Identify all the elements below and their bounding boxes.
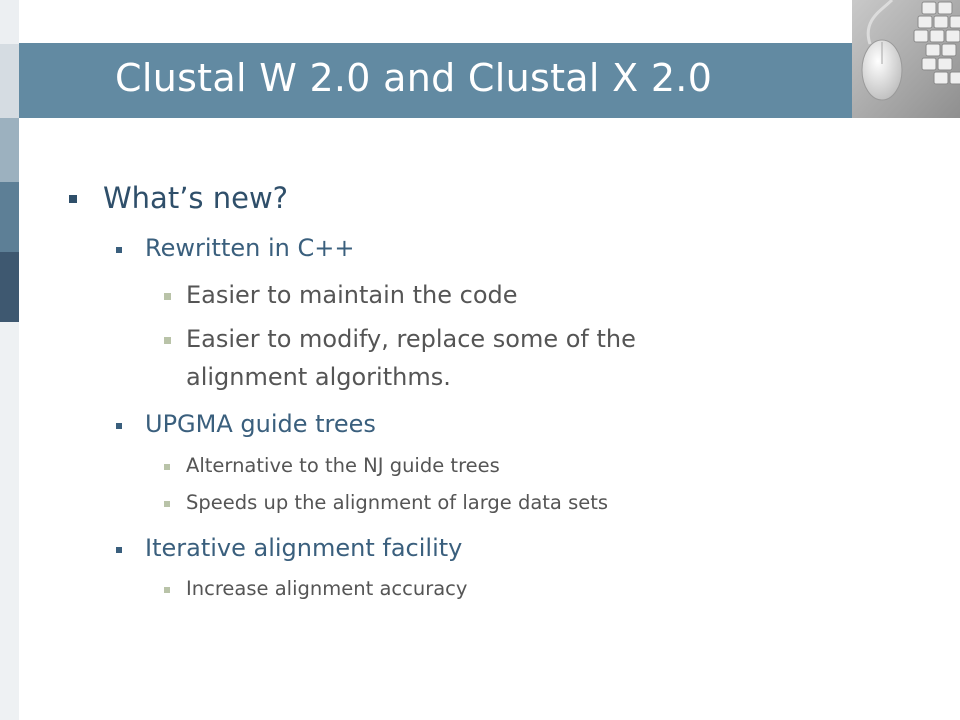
item-text: Alternative to the NJ guide trees: [186, 454, 500, 477]
item-text: Easier to modify, replace some of the: [186, 325, 636, 353]
section-label: Iterative alignment facility: [145, 534, 463, 562]
square-bullet-icon: [116, 247, 122, 253]
item-text-continuation: alignment algorithms.: [186, 363, 451, 391]
title-bar: Clustal W 2.0 and Clustal X 2.0: [19, 43, 853, 118]
square-bullet-icon: [164, 464, 170, 470]
left-strip-segment: [0, 252, 19, 322]
slide-title: Clustal W 2.0 and Clustal X 2.0: [115, 56, 713, 100]
square-bullet-icon: [116, 547, 122, 553]
square-bullet-icon: [69, 195, 77, 203]
item-text: Increase alignment accuracy: [186, 577, 468, 600]
square-bullet-icon: [164, 337, 171, 344]
left-strip-segment: [0, 118, 19, 182]
left-strip-segment: [0, 322, 19, 720]
section-label: Rewritten in C++: [145, 234, 355, 262]
left-strip-segment: [0, 182, 19, 252]
square-bullet-icon: [116, 423, 122, 429]
heading-text: What’s new?: [103, 181, 289, 215]
square-bullet-icon: [164, 587, 170, 593]
left-strip-segment: [0, 0, 19, 44]
square-bullet-icon: [164, 501, 170, 507]
left-strip-segment: [0, 44, 19, 118]
item-text: Speeds up the alignment of large data se…: [186, 491, 609, 514]
section-label: UPGMA guide trees: [145, 410, 376, 438]
square-bullet-icon: [164, 293, 171, 300]
keyboard-mouse-photo-icon: [852, 0, 960, 118]
item-text: Easier to maintain the code: [186, 281, 518, 309]
